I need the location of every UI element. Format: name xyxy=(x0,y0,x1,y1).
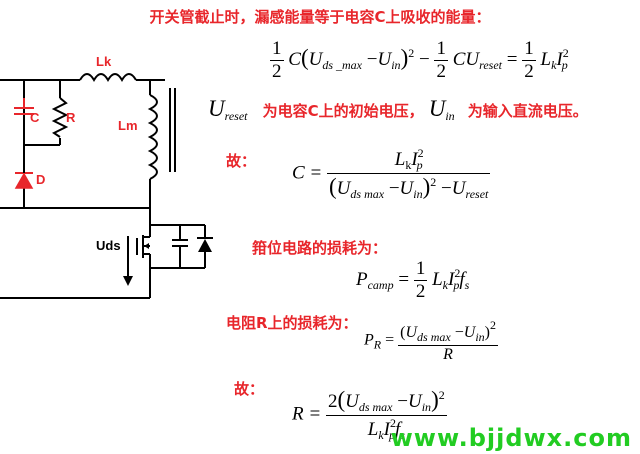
lm-inductor-coil xyxy=(147,94,158,180)
diode-d-triangle xyxy=(14,172,34,189)
label-lk: Lk xyxy=(96,54,112,69)
resistor-loss-label: 电阻R上的损耗为： xyxy=(226,314,358,332)
page-heading: 开关管截止时，漏感能量等于电容C上吸收的能量： xyxy=(149,8,491,26)
therefore-label-2: 故： xyxy=(234,380,265,398)
clamp-loss-label: 箝位电路的损耗为： xyxy=(252,239,388,257)
label-lm: Lm xyxy=(118,118,138,133)
resistor-loss-equation: PR = (Uds max −Uin)2 R xyxy=(364,318,498,363)
therefore-label-1: 故： xyxy=(226,152,257,170)
lk-inductor-coil xyxy=(79,73,137,82)
label-r: R xyxy=(66,110,76,125)
resistor-equation: R = 2(Uds max −Uin)2 LkI2pfs xyxy=(292,387,447,442)
uds-arrow-head xyxy=(123,276,133,286)
website-watermark: www.bjjdwx.com xyxy=(390,424,632,452)
mosfet-arrow xyxy=(144,243,149,249)
label-d: D xyxy=(36,172,45,187)
definition-line: Ureset 为电容C上的初始电压， Uin 为输入直流电压。 xyxy=(208,96,588,123)
label-uds: Uds xyxy=(96,238,121,253)
flyback-clamp-circuit: Lk Lm C R D Uds xyxy=(0,54,213,299)
capacitor-equation: C = LkI2p (Uds max −Uin)2 −Ureset xyxy=(292,146,491,201)
label-c: C xyxy=(30,110,40,125)
body-diode-triangle xyxy=(198,239,212,252)
resistor-r-zigzag xyxy=(51,97,69,138)
